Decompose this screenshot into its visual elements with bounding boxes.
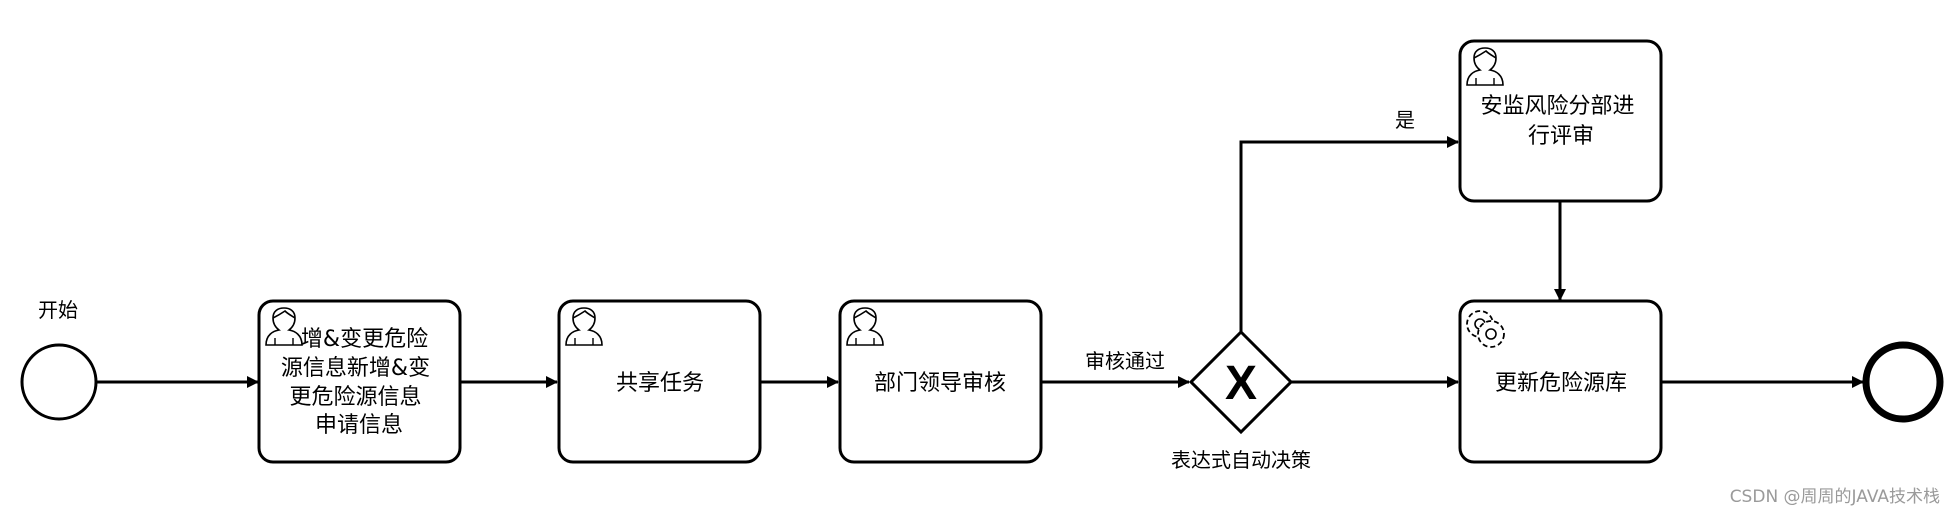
task3-label: 部门领导审核 bbox=[874, 371, 1006, 396]
svg-text:安监风险分部进 行评审: 安监风险分部进 行评审 bbox=[1480, 94, 1641, 149]
task-shared[interactable]: 共享任务 bbox=[557, 299, 762, 464]
task2-label: 共享任务 bbox=[616, 371, 704, 396]
flow-label-yes: 是 bbox=[1395, 108, 1415, 132]
task4-label-line2: 行评审 bbox=[1528, 124, 1594, 149]
end-event[interactable] bbox=[1862, 341, 1944, 423]
flow-label-approved: 审核通过 bbox=[1085, 349, 1165, 373]
gateway-marker: X bbox=[1225, 357, 1257, 410]
gear-icon bbox=[1466, 310, 1505, 348]
task-update-hazard-db[interactable]: 更新危险源库 bbox=[1458, 299, 1663, 464]
task5-label: 更新危险源库 bbox=[1495, 371, 1627, 396]
sequence-flows bbox=[97, 136, 1864, 388]
task-submit-hazard-info[interactable]: 增&变更危险 源信息新增&变 更危险源信息 申请信息 bbox=[257, 299, 462, 464]
start-event[interactable] bbox=[20, 343, 98, 421]
task1-label-line2: 源信息新增&变 bbox=[281, 356, 430, 381]
watermark: CSDN @周周的JAVA技术栈 bbox=[1730, 487, 1940, 507]
task1-label-line3: 更危险源信息 bbox=[289, 385, 421, 410]
task1-label-line1: 增&变更危险 bbox=[301, 327, 428, 352]
exclusive-gateway[interactable]: X bbox=[1188, 329, 1294, 435]
task1-label-line4: 申请信息 bbox=[315, 413, 403, 438]
start-event-label: 开始 bbox=[38, 298, 78, 322]
task4-label-line1: 安监风险分部进 bbox=[1480, 94, 1634, 119]
task-dept-leader-review[interactable]: 部门领导审核 bbox=[838, 299, 1043, 464]
gateway-label: 表达式自动决策 bbox=[1171, 448, 1311, 472]
task-risk-review[interactable]: 安监风险分部进 行评审 bbox=[1458, 39, 1663, 203]
flow-gateway-to-task4[interactable] bbox=[1239, 136, 1459, 332]
svg-text:增&变更危险 源信息新增&变 更危险: 增&变更危险 源信息新增&变 更危险源信息 申请信息 bbox=[281, 327, 437, 438]
